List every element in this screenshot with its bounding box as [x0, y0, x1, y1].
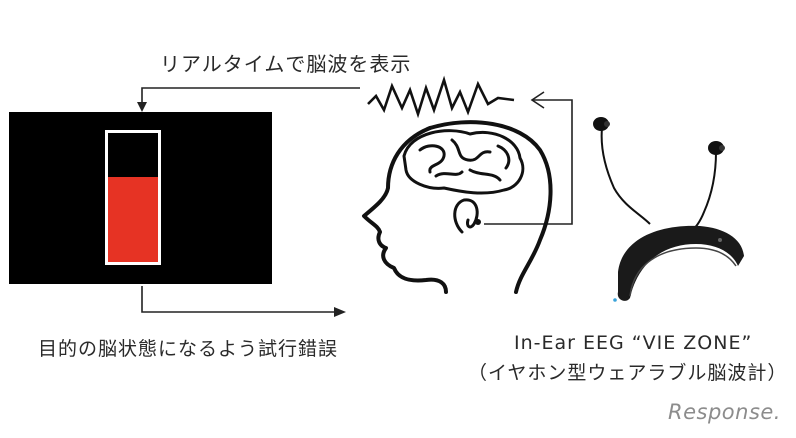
head-drawing [362, 120, 553, 294]
trial-and-error-caption: 目的の脳状態になるよう試行錯誤 [38, 338, 339, 360]
arrow-from-display [141, 286, 340, 313]
brain-state-meter [105, 130, 161, 265]
response-logo: Response. [668, 400, 781, 424]
eeg-waveform [367, 75, 515, 119]
device-name-label: In-Ear EEG “VIE ZONE” [514, 332, 753, 354]
ear-sensor-dot [475, 219, 481, 225]
ear-drawing [453, 198, 479, 234]
brain-outline [402, 129, 525, 195]
arrow-to-display [141, 87, 360, 108]
realtime-display-caption: リアルタイムで脳波を表示 [160, 52, 412, 76]
arrow-to-display-head [137, 102, 147, 112]
earphone-device [593, 117, 744, 302]
arrow-from-device [484, 99, 573, 225]
neurofeedback-display [9, 112, 272, 284]
device-description-label: （イヤホン型ウェアラブル脳波計） [468, 362, 788, 384]
arrow-from-display-head [334, 307, 346, 317]
arrow-from-device-head [530, 91, 545, 109]
brain-state-meter-fill [108, 176, 158, 262]
